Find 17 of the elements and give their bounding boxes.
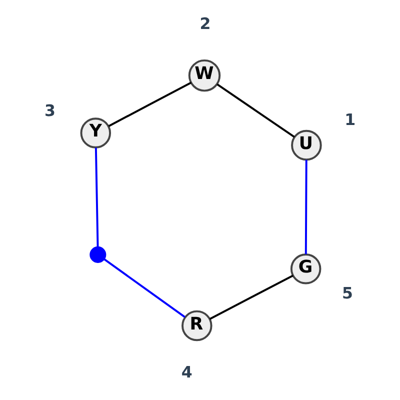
connector	[216, 83, 294, 138]
connector	[94, 148, 98, 247]
node-label: 4	[180, 362, 192, 382]
node-circle: R	[181, 310, 212, 342]
connector	[108, 82, 192, 127]
connector	[103, 258, 185, 318]
node-label: 5	[342, 284, 352, 303]
node-circle: G	[290, 253, 321, 284]
node-circle: W	[188, 59, 220, 92]
node-label: 2	[199, 14, 210, 33]
connector	[208, 274, 293, 320]
node-circle: U	[290, 130, 322, 161]
node-circle	[89, 246, 106, 263]
node-label: 3	[44, 100, 55, 120]
node-label: 1	[344, 110, 356, 130]
node-circle: Y	[80, 118, 111, 148]
connector	[304, 160, 307, 254]
